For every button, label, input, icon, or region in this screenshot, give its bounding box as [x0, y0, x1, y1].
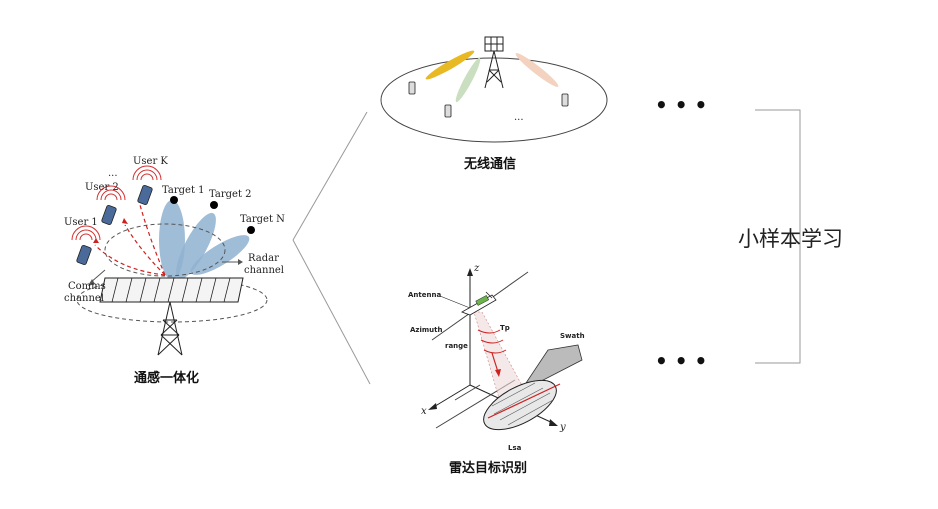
x-axis [432, 385, 470, 408]
connector-top [293, 112, 367, 240]
radar-channel-label-1: Radar [248, 253, 279, 264]
comms-channel-label-1: Comms [68, 281, 106, 292]
target-dot-2 [210, 201, 218, 209]
wireless-caption: 无线通信 [463, 156, 516, 172]
tp-label: Tp [500, 324, 510, 332]
few-shot-learning-label: 小样本学习 [738, 227, 843, 251]
cell-ellipse [381, 58, 607, 142]
z-axis-label: z [473, 263, 480, 274]
radar-channel-label-2: channel [244, 265, 284, 276]
tower-icon [158, 302, 182, 355]
arrow-head-2 [122, 218, 128, 224]
antenna-label: Antenna [408, 291, 441, 299]
phone-icon-1 [409, 82, 415, 94]
user-k-label: User K [133, 156, 168, 167]
y-axis-label: y [559, 422, 566, 433]
isac-caption: 通感一体化 [134, 370, 199, 386]
target-2-label: Target 2 [209, 189, 252, 200]
target-dot-n [247, 226, 255, 234]
phone-icon-3 [562, 94, 568, 106]
wireless-dots: ... [514, 112, 524, 123]
target-1-label: Target 1 [162, 185, 205, 196]
aircraft-icon [462, 292, 496, 315]
radar-caption: 雷达目标识别 [449, 460, 527, 476]
cell-tower-icon [485, 37, 503, 88]
phone-icon-2 [445, 105, 451, 117]
wireless-panel: ... 无线通信 [381, 37, 607, 172]
beam-peach [513, 50, 560, 90]
ellipsis-top: • • • [655, 93, 707, 117]
target-n-label: Target N [240, 214, 285, 225]
swath-label: Swath [560, 332, 585, 340]
x-axis-label: x [421, 406, 427, 417]
user-device-1 [72, 226, 100, 265]
lsa-label: Lsa [508, 444, 522, 452]
azimuth-label: Azimuth [410, 326, 443, 334]
ellipsis-bottom: • • • [655, 349, 707, 373]
ground-line-2 [455, 385, 480, 400]
radar-channel-arrow-head [238, 259, 243, 265]
isac-panel: User 1 User 2 User K ... Target 1 Target… [64, 156, 285, 386]
comm-path-2 [125, 225, 165, 275]
user-device-k [133, 166, 161, 205]
footprint-ellipse [476, 370, 564, 439]
connector-bottom [293, 240, 370, 384]
comms-channel-label-2: channel [64, 293, 104, 304]
range-label: range [445, 342, 468, 350]
radar-panel: Antenna Azimuth range Swath z x y Tp Lsa… [408, 263, 585, 476]
user-2-label: User 2 [85, 182, 119, 193]
target-dot-1 [170, 196, 178, 204]
user-1-label: User 1 [64, 217, 98, 228]
user-dots-label: ... [108, 168, 118, 179]
antenna-array [100, 278, 243, 302]
